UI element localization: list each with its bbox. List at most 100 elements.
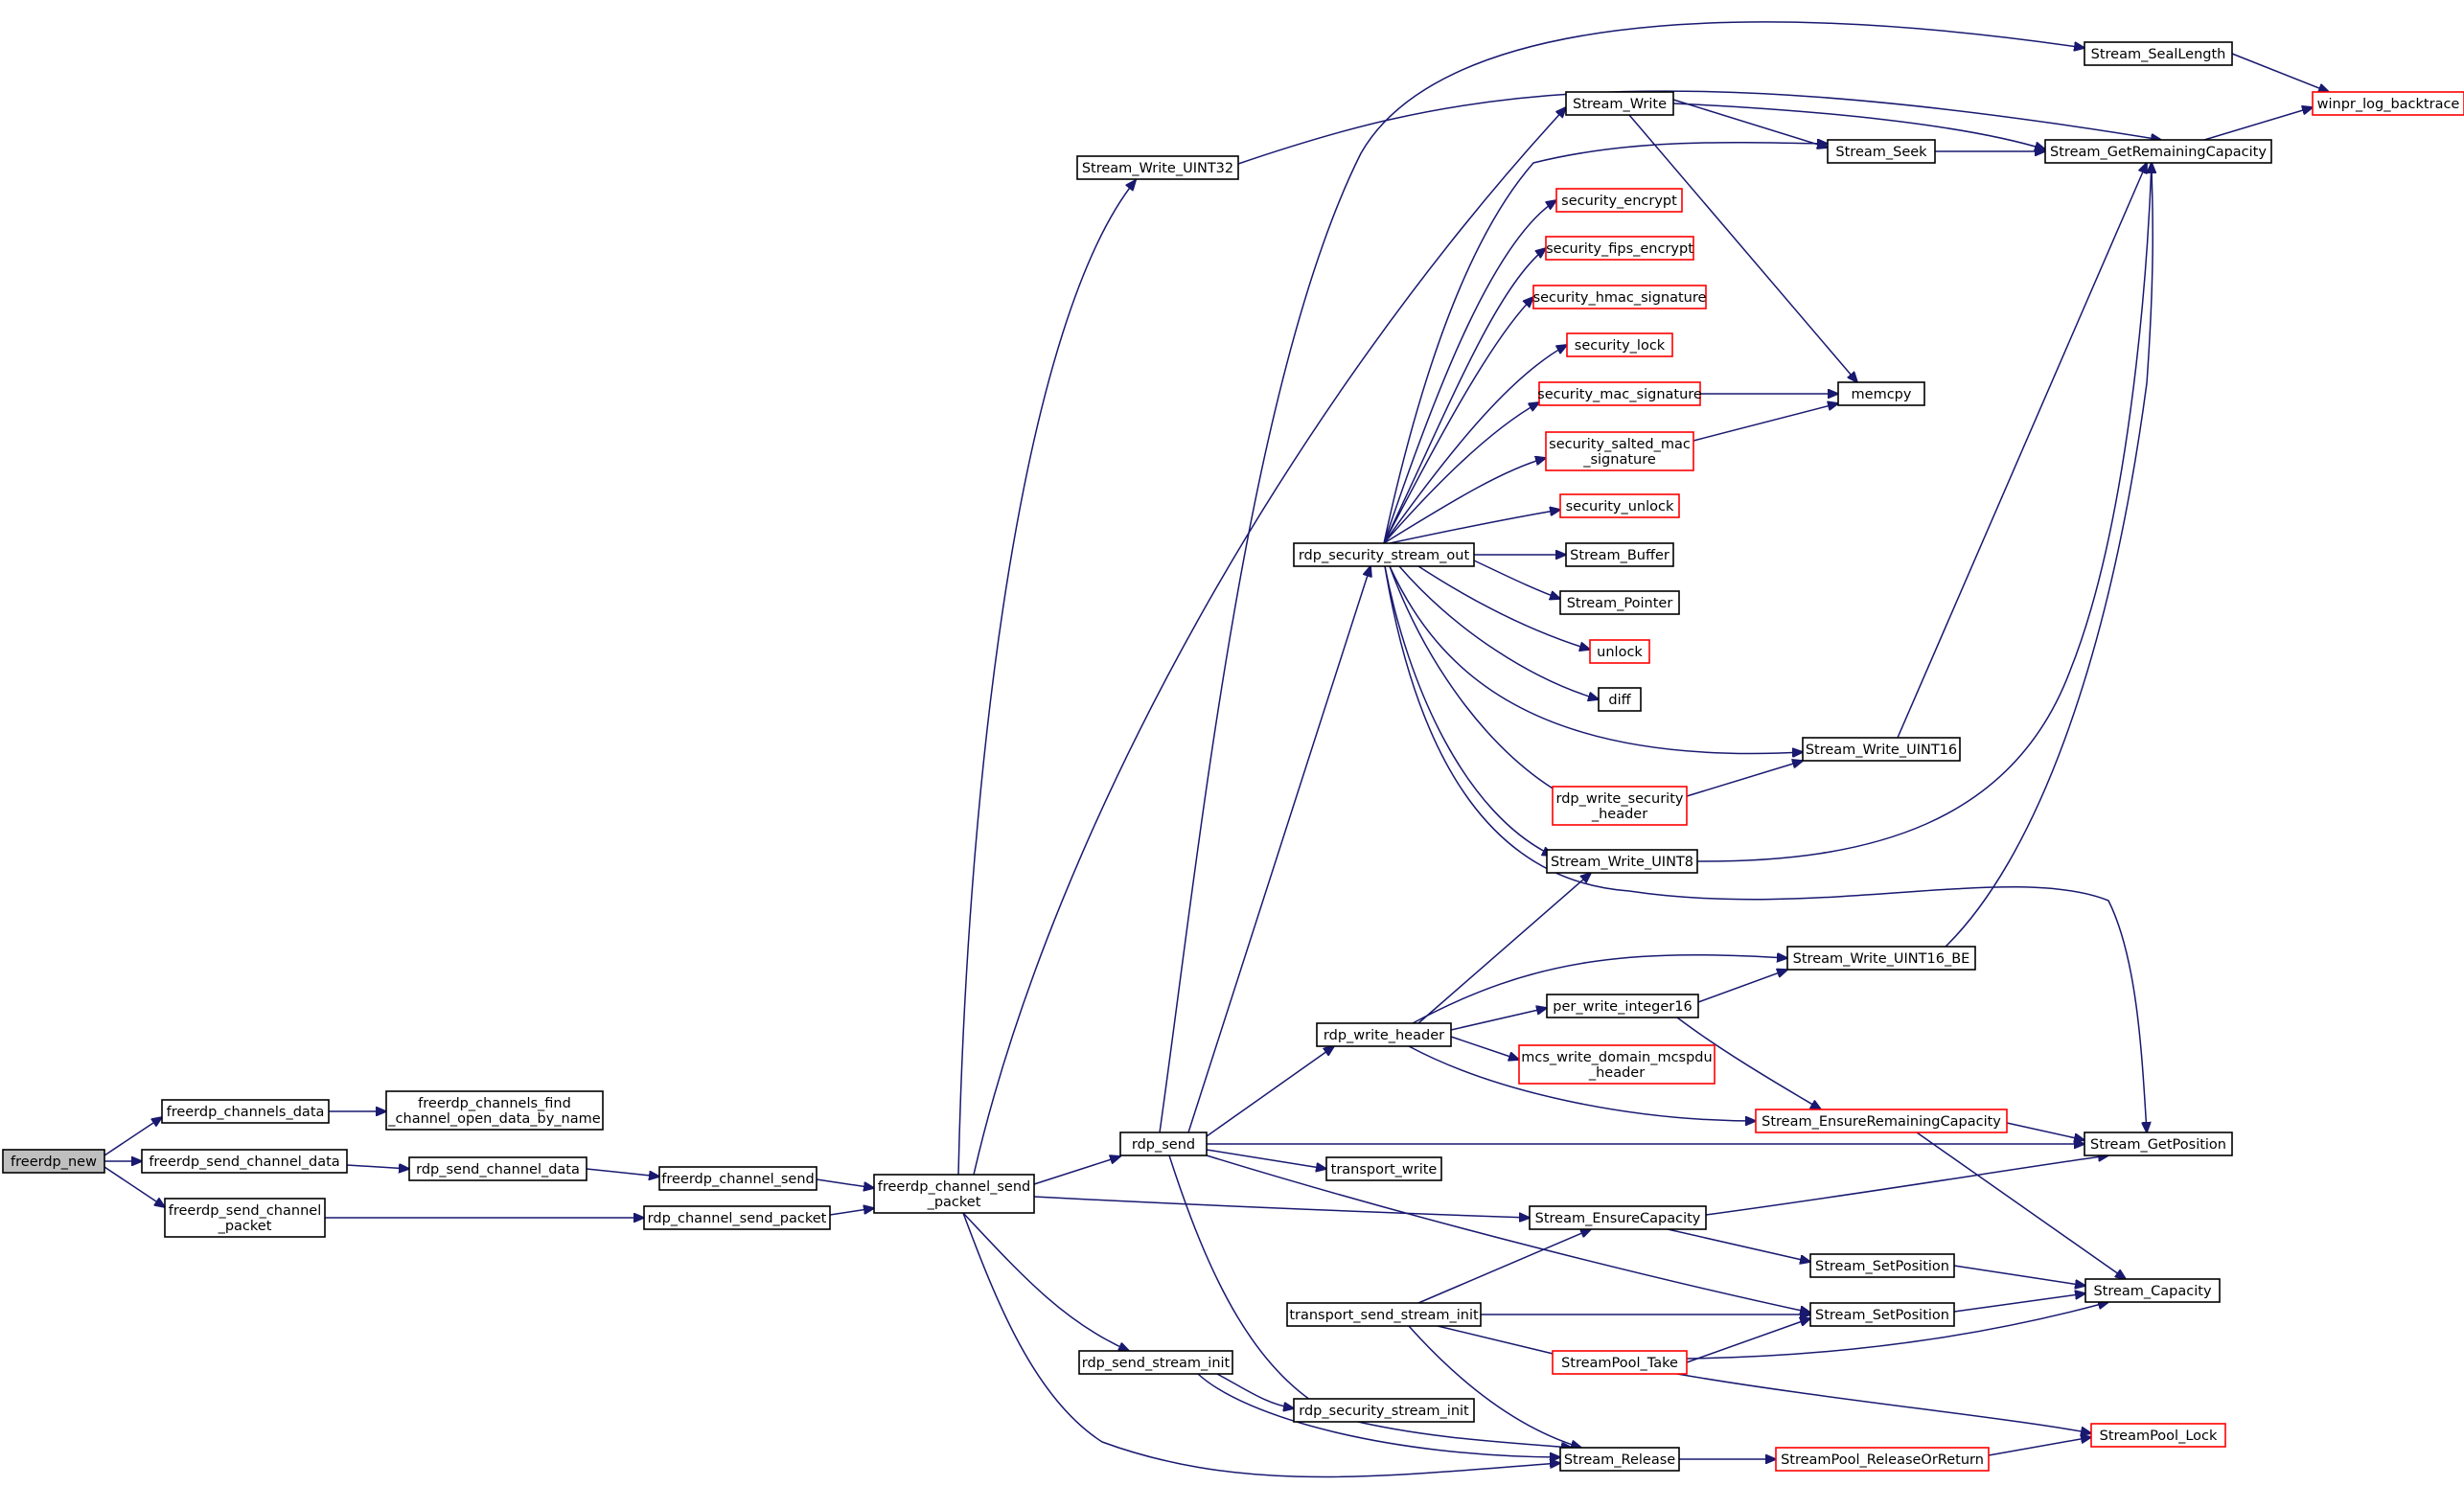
node-box [1545,236,1694,261]
call-edge [1206,1155,1810,1313]
node-stream-seek[interactable]: Stream_Seek [1827,139,1936,164]
call-edge [1384,565,1553,856]
node-stream-ensureremainingcapacity[interactable]: Stream_EnsureRemainingCapacity [1755,1109,2008,1133]
node-security-encrypt[interactable]: security_encrypt [1555,188,1683,213]
node-label: Stream_Buffer [1570,548,1670,563]
call-edge [1398,565,1599,699]
node-per-write-integer16[interactable]: per_write_integer16 [1546,994,1699,1018]
node-stream-write-uint32[interactable]: Stream_Write_UINT32 [1076,155,1239,180]
node-label: freerdp_channel_send [661,1172,814,1187]
node-label: Stream_SetPosition [1815,1259,1949,1274]
call-edge [104,1166,165,1207]
node-diff[interactable]: diff [1598,687,1642,712]
node-label: freerdp_channels_data [167,1105,325,1120]
call-edge [1473,560,1560,599]
call-nodes: freerdp_newfreerdp_channels_datafreerdp_… [2,41,2464,1472]
node-box [873,1174,1035,1214]
node-stream-write-uint16[interactable]: Stream_Write_UINT16 [1802,737,1961,762]
node-label: Stream_EnsureCapacity [1535,1211,1701,1226]
node-label: _header [1591,807,1647,822]
node-stream-pointer[interactable]: Stream_Pointer [1559,590,1680,615]
node-security-lock[interactable]: security_lock [1566,332,1673,357]
node-label: rdp_security_stream_init [1299,1404,1469,1419]
node-label: unlock [1597,645,1643,660]
node-security-mac-signature[interactable]: security_mac_signature [1537,381,1702,406]
node-streampool-releaseorreturn[interactable]: StreamPool_ReleaseOrReturn [1775,1447,1990,1472]
node-rdp-send-channel-data[interactable]: rdp_send_channel_data [408,1156,587,1181]
node-rdp-send-stream-init[interactable]: rdp_send_stream_init [1078,1350,1233,1375]
node-rdp-write-security-header[interactable]: rdp_write_security_header [1552,786,1688,826]
node-label: _channel_open_data_by_name [387,1111,600,1127]
node-unlock[interactable]: unlock [1589,639,1650,664]
node-winpr-log-backtrace[interactable]: winpr_log_backtrace [2312,91,2464,116]
call-edges [104,21,2329,1478]
node-stream-seallength[interactable]: Stream_SealLength [2084,41,2233,66]
node-transport-write[interactable]: transport_write [1325,1156,1442,1181]
call-edge [1216,1373,1294,1408]
call-edge [1389,510,1560,544]
node-box [1566,332,1673,357]
call-edge [1693,403,1838,442]
node-freerdp-channels-data[interactable]: freerdp_channels_data [161,1099,330,1124]
node-stream-write-uint8[interactable]: Stream_Write_UINT8 [1546,849,1698,874]
node-security-unlock[interactable]: security_unlock [1559,493,1680,518]
node-streampool-lock[interactable]: StreamPool_Lock [2090,1423,2226,1448]
node-stream-write[interactable]: Stream_Write [1565,91,1674,116]
node-rdp-channel-send-packet[interactable]: rdp_channel_send_packet [643,1205,831,1230]
call-edge [1408,1325,1581,1448]
call-edge [2231,53,2329,92]
call-edge [1697,970,1787,1003]
call-edge [1945,163,2153,948]
call-edge [962,1212,1129,1351]
node-stream-release[interactable]: Stream_Release [1559,1447,1680,1472]
node-box [1546,994,1699,1018]
node-box [2084,41,2233,66]
node-label: security_mac_signature [1537,387,1702,402]
node-stream-buffer[interactable]: Stream_Buffer [1565,542,1674,567]
node-label: Stream_Write [1573,97,1667,112]
node-freerdp-send-channel-packet[interactable]: freerdp_send_channel_packet [164,1198,326,1238]
node-label: freerdp_channels_find [418,1096,571,1111]
node-stream-setposition-b[interactable]: Stream_SetPosition [1809,1302,1955,1327]
node-security-hmac-signature[interactable]: security_hmac_signature [1532,285,1707,309]
node-freerdp-channel-send-packet[interactable]: freerdp_channel_send_packet [873,1174,1035,1214]
node-rdp-security-stream-init[interactable]: rdp_security_stream_init [1293,1398,1475,1423]
node-box [1538,381,1701,406]
node-box [2,1149,105,1174]
node-label: Stream_Capacity [2093,1284,2211,1299]
node-label: rdp_send [1132,1137,1195,1153]
node-memcpy[interactable]: memcpy [1837,381,1925,406]
node-security-salted-mac-signature[interactable]: security_salted_mac_signature [1545,431,1694,471]
node-box [1559,590,1680,615]
node-streampool-take[interactable]: StreamPool_Take [1552,1350,1688,1375]
call-edge [1672,99,1828,148]
call-edge [1696,163,2152,862]
call-edge [1988,1437,2091,1456]
node-freerdp-channel-send[interactable]: freerdp_channel_send [658,1166,817,1191]
call-edge [1450,1036,1519,1060]
node-label: rdp_write_header [1324,1028,1444,1043]
node-stream-getremainingcapacity[interactable]: Stream_GetRemainingCapacity [2044,139,2272,164]
node-label: Stream_Pointer [1567,596,1673,611]
call-edge [1197,1373,1560,1457]
call-edge [1237,90,2161,165]
node-box [1078,1350,1233,1375]
node-stream-ensurecapacity[interactable]: Stream_EnsureCapacity [1529,1205,1707,1230]
node-stream-setposition-a[interactable]: Stream_SetPosition [1809,1253,1955,1278]
node-rdp-security-stream-out[interactable]: rdp_security_stream_out [1293,542,1475,567]
node-freerdp-send-channel-data[interactable]: freerdp_send_channel_data [141,1149,348,1174]
node-label: freerdp_channel_send [878,1179,1030,1195]
call-edge [1916,1132,2126,1279]
node-security-fips-encrypt[interactable]: security_fips_encrypt [1545,236,1694,261]
node-mcs-write-domain-mcspdu-header[interactable]: mcs_write_domain_mcspdu_header [1518,1044,1716,1085]
node-rdp-write-header[interactable]: rdp_write_header [1316,1022,1452,1047]
call-edge [1667,1228,1810,1262]
node-stream-capacity[interactable]: Stream_Capacity [2084,1278,2221,1303]
node-stream-write-uint16-be[interactable]: Stream_Write_UINT16_BE [1786,946,1976,971]
node-freerdp-channels-find[interactable]: freerdp_channels_find_channel_open_data_… [385,1090,604,1131]
node-transport-send-stream-init[interactable]: transport_send_stream_init [1286,1302,1482,1327]
node-label: rdp_send_channel_data [416,1162,580,1177]
node-rdp-send[interactable]: rdp_send [1119,1132,1208,1156]
node-stream-getposition[interactable]: Stream_GetPosition [2084,1132,2233,1156]
node-box [1286,1302,1482,1327]
